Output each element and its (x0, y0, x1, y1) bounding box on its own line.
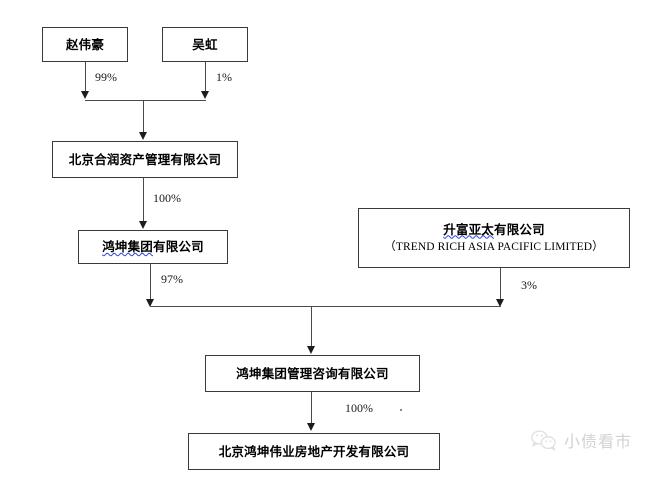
node-hongkun-group-label: 鸿坤集团有限公司 (102, 239, 204, 255)
node-trend-rich-label-underlined: 升富亚太 (443, 221, 494, 237)
node-hongkun-group-label-underlined: 鸿坤集团 (102, 239, 153, 255)
edge-consulting-to-weiye-stem (311, 392, 312, 424)
merge-drop-level1 (143, 100, 144, 133)
node-beijing-herun-label: 北京合润资产管理有限公司 (68, 151, 222, 167)
merge-drop-level3-arrow (307, 346, 315, 354)
edge-label-100pct-top: 100% (153, 191, 181, 205)
merge-drop-level1-arrow (139, 132, 147, 140)
watermark: 小债看市 (531, 428, 632, 452)
edge-label-1pct: 1% (216, 70, 232, 84)
node-zhao-weihao: 赵伟豪 (42, 27, 128, 62)
node-trend-rich-label-rest: 有限公司 (494, 221, 545, 237)
merge-drop-level3 (311, 306, 312, 347)
node-beijing-hongkun-weiye-label: 北京鸿坤伟业房地产开发有限公司 (218, 443, 410, 459)
merge-bar-level3 (150, 306, 501, 307)
wechat-bubble-icon (531, 430, 556, 451)
edge-zhao-to-herun-stem (85, 62, 86, 92)
edge-hongkun-to-consulting-stem (150, 264, 151, 301)
node-zhao-weihao-label: 赵伟豪 (65, 36, 105, 52)
node-trend-rich-label-en: （TREND RICH ASIA PACIFIC LIMITED） (384, 241, 604, 254)
stray-mark (400, 409, 402, 411)
merge-bar-level1 (85, 100, 206, 101)
node-trend-rich-label-cn: 升富亚太有限公司 (443, 222, 545, 238)
node-hongkun-group-label-rest: 有限公司 (153, 239, 204, 255)
node-beijing-hongkun-weiye: 北京鸿坤伟业房地产开发有限公司 (188, 433, 440, 470)
node-wu-hong-label: 吴虹 (192, 36, 218, 52)
node-hongkun-group: 鸿坤集团有限公司 (78, 230, 228, 264)
node-hongkun-consulting-label: 鸿坤集团管理咨询有限公司 (236, 365, 389, 381)
edge-label-97pct: 97% (161, 272, 183, 286)
edge-label-3pct: 3% (521, 278, 537, 292)
watermark-text: 小债看市 (564, 432, 633, 451)
node-beijing-herun: 北京合润资产管理有限公司 (52, 141, 238, 178)
edge-trendrich-to-consulting-arrow (496, 299, 504, 307)
edge-label-100pct-bottom: 100% (345, 401, 373, 415)
node-wu-hong: 吴虹 (162, 27, 248, 62)
edge-label-99pct: 99% (95, 70, 117, 84)
edge-herun-to-hongkun-stem (143, 178, 144, 222)
edge-consulting-to-weiye-arrow (307, 423, 315, 431)
edge-herun-to-hongkun-arrow (139, 221, 147, 229)
edge-wu-to-herun-arrow (201, 91, 209, 99)
node-trend-rich: 升富亚太有限公司 （TREND RICH ASIA PACIFIC LIMITE… (358, 208, 630, 268)
node-hongkun-consulting: 鸿坤集团管理咨询有限公司 (205, 355, 420, 392)
edge-wu-to-herun-stem (205, 62, 206, 92)
edge-trendrich-to-consulting-stem (500, 268, 501, 301)
edge-zhao-to-herun-arrow (81, 91, 89, 99)
edge-hongkun-to-consulting-arrow (146, 299, 154, 307)
